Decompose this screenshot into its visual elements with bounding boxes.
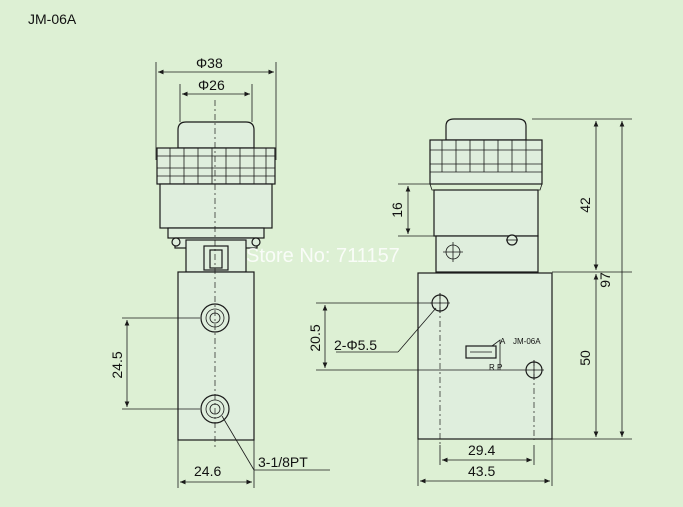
ribbed-ring-side — [429, 139, 543, 185]
dim-20-5: 20.5 — [307, 324, 323, 351]
push-cap — [177, 121, 255, 149]
dim-outer-diameter: Φ38 — [196, 55, 223, 71]
dim-97: 97 — [597, 272, 613, 288]
dim-24-5: 24.5 — [109, 351, 125, 378]
side-view: A JM-06A R P 16 20.5 2-Φ5.5 42 97 50 — [307, 118, 632, 486]
dim-inner-diameter: Φ26 — [198, 77, 225, 93]
dim-29-4: 29.4 — [468, 442, 495, 458]
dim-16: 16 — [389, 202, 405, 218]
label-port-a: A — [500, 337, 506, 346]
dim-50: 50 — [577, 350, 593, 366]
ribbed-ring — [156, 147, 276, 185]
dim-holes: 2-Φ5.5 — [334, 337, 377, 353]
push-cap-side — [445, 118, 527, 141]
dim-43-5: 43.5 — [468, 463, 495, 479]
front-view: Φ38 Φ26 — [109, 55, 330, 488]
store-watermark: Store No: 711157 — [246, 245, 400, 267]
head-body-side — [433, 189, 539, 237]
port-upper — [200, 303, 230, 333]
head-body — [159, 183, 273, 229]
label-ports-rp: R P — [489, 363, 502, 372]
dim-42: 42 — [577, 197, 593, 213]
model-title: JM-06A — [28, 11, 77, 27]
label-model: JM-06A — [513, 337, 541, 346]
dim-24-6: 24.6 — [194, 463, 221, 479]
dim-thread: 3-1/8PT — [258, 454, 308, 470]
